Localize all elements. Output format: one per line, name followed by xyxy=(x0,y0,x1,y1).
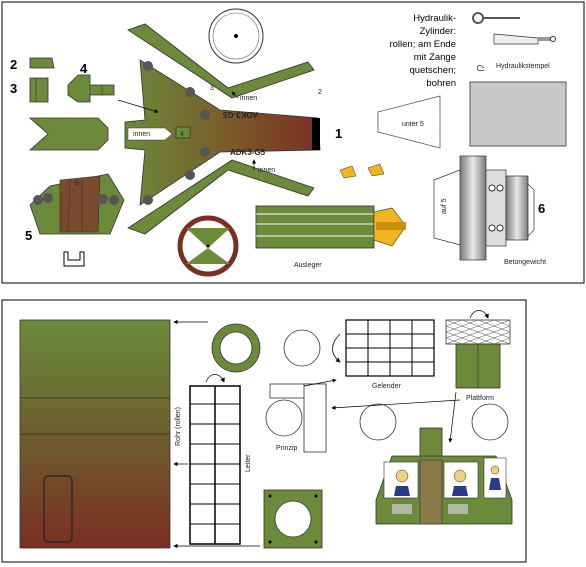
part-number-4: 4 xyxy=(80,61,88,76)
hydraulic-line-2: Zylinder: xyxy=(420,26,456,37)
label-ausleger: Ausleger xyxy=(294,262,322,269)
gray-plate xyxy=(469,81,567,147)
turret-disc xyxy=(177,215,239,277)
yellow-clip-a xyxy=(339,165,357,179)
plattform-part xyxy=(445,310,511,389)
label-gelender: Gelender xyxy=(372,383,401,390)
hydraulic-note: Hydraulik- Zylinder: rollen; am Ende mit… xyxy=(389,13,456,89)
label-unter5: unter 5 xyxy=(402,121,424,128)
part-number-2-small: 2 xyxy=(318,89,322,96)
ausleger-part xyxy=(255,205,407,249)
label-innen-bottom: innen xyxy=(258,167,275,174)
tail-piece xyxy=(28,117,109,151)
cabin-part xyxy=(375,427,513,525)
yellow-clip-b xyxy=(367,163,385,177)
label-plattform: Plattform xyxy=(466,395,494,402)
lower-strip xyxy=(127,159,315,235)
square-base xyxy=(263,489,323,549)
part-5-fan: 6 xyxy=(29,173,125,267)
part-number-1: 1 xyxy=(335,126,342,141)
leiter-ladder xyxy=(189,374,241,545)
label-betongewicht: Betongewicht xyxy=(504,259,546,266)
hydraulic-line-5: quetschen; xyxy=(410,65,456,76)
part-number-2: 2 xyxy=(10,57,17,72)
hydraulic-line-3: rollen; am Ende xyxy=(389,39,456,50)
label-auf5: auf 5 xyxy=(441,198,448,214)
hydraulic-line-1: Hydraulik- xyxy=(413,13,456,24)
part-3-piece xyxy=(29,77,49,103)
label-prinzip: Prinzip xyxy=(276,445,298,452)
part-number-6: 6 xyxy=(538,201,545,216)
label-rohr: Rohr (rollen) xyxy=(175,407,182,446)
gear-disc-top xyxy=(208,8,264,64)
part-number-3-small: 3 xyxy=(210,85,214,92)
label-leiter: Leiter xyxy=(245,454,252,472)
arm-label-lower: ADK3-G5 xyxy=(230,148,266,157)
upper-strip xyxy=(127,23,315,99)
label-innen-left: innen xyxy=(133,131,150,138)
part-6-betongewicht: auf 5 xyxy=(433,155,535,261)
gelender-railing xyxy=(332,319,435,377)
part-1-body: 4 ADK3-G5 ADK3-G5 xyxy=(124,59,321,206)
label-innen-top: innen xyxy=(240,95,257,102)
arm-label-upper: ADK3-G5 xyxy=(222,110,258,119)
hydraulic-cylinder-icons xyxy=(472,12,556,72)
prinzip-part xyxy=(265,383,327,453)
label-hydraulikstempel: Hydraulikstempel xyxy=(496,63,550,70)
hydraulic-line-4: mit Zange xyxy=(414,52,456,63)
disc-b xyxy=(359,403,397,441)
part-number-5: 5 xyxy=(25,228,32,243)
part-4-piece xyxy=(67,74,115,103)
rohr-sheet xyxy=(19,319,171,549)
part-number-4-small: 4 xyxy=(180,131,184,138)
trapezoid-unter5 xyxy=(377,95,441,149)
disc-c xyxy=(471,403,509,441)
disc-a xyxy=(283,329,321,367)
part-2-piece xyxy=(29,57,55,69)
hydraulic-line-6: bohren xyxy=(426,78,456,89)
part-number-6-small: 6 xyxy=(75,180,79,187)
part-number-3: 3 xyxy=(10,81,17,96)
